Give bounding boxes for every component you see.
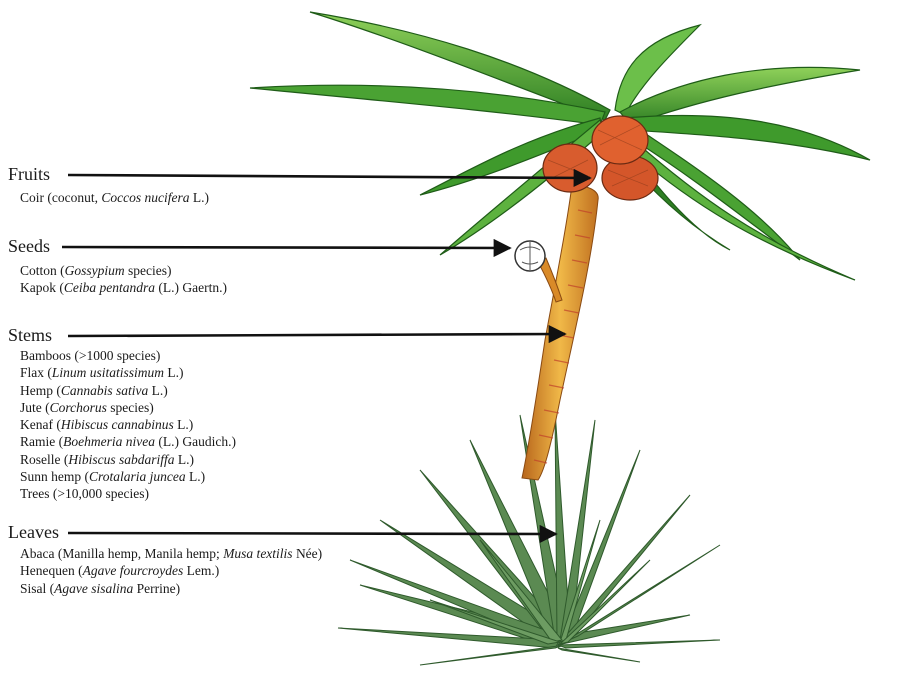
fruits-item: Coir (coconut, Coccos nucifera L.)	[20, 189, 209, 206]
stems-item: Trees (>10,000 species)	[20, 485, 236, 502]
stems-item: Jute (Corchorus species)	[20, 399, 236, 416]
coconuts	[543, 116, 658, 200]
fruits-list: Coir (coconut, Coccos nucifera L.)	[20, 189, 209, 206]
seeds-list: Cotton (Gossypium species)Kapok (Ceiba p…	[20, 262, 227, 297]
leaves-list: Abaca (Manilla hemp, Manila hemp; Musa t…	[20, 545, 322, 597]
stems-item: Hemp (Cannabis sativa L.)	[20, 382, 236, 399]
stems-item: Bamboos (>1000 species)	[20, 347, 236, 364]
stems-item: Roselle (Hibiscus sabdariffa L.)	[20, 451, 236, 468]
stems-heading: Stems	[8, 325, 52, 345]
stems-item: Flax (Linum usitatissimum L.)	[20, 364, 236, 381]
palm-trunk	[522, 185, 598, 480]
seeds-heading: Seeds	[8, 236, 50, 256]
leaves-item: Sisal (Agave sisalina Perrine)	[20, 580, 322, 597]
stems-list: Bamboos (>1000 species)Flax (Linum usita…	[20, 347, 236, 503]
seeds-item: Kapok (Ceiba pentandra (L.) Gaertn.)	[20, 279, 227, 296]
leaves-arrow	[68, 533, 556, 534]
stems-arrow	[68, 334, 565, 336]
seeds-arrow	[62, 247, 510, 248]
fruits-heading: Fruits	[8, 164, 50, 184]
stems-item: Kenaf (Hibiscus cannabinus L.)	[20, 416, 236, 433]
stems-item: Sunn hemp (Crotalaria juncea L.)	[20, 468, 236, 485]
stems-item: Ramie (Boehmeria nivea (L.) Gaudich.)	[20, 433, 236, 450]
leaves-item: Henequen (Agave fourcroydes Lem.)	[20, 562, 322, 579]
seeds-item: Cotton (Gossypium species)	[20, 262, 227, 279]
leaves-item: Abaca (Manilla hemp, Manila hemp; Musa t…	[20, 545, 322, 562]
fruits-arrow	[68, 175, 590, 178]
leaves-heading: Leaves	[8, 522, 59, 542]
cotton-boll	[515, 241, 545, 271]
